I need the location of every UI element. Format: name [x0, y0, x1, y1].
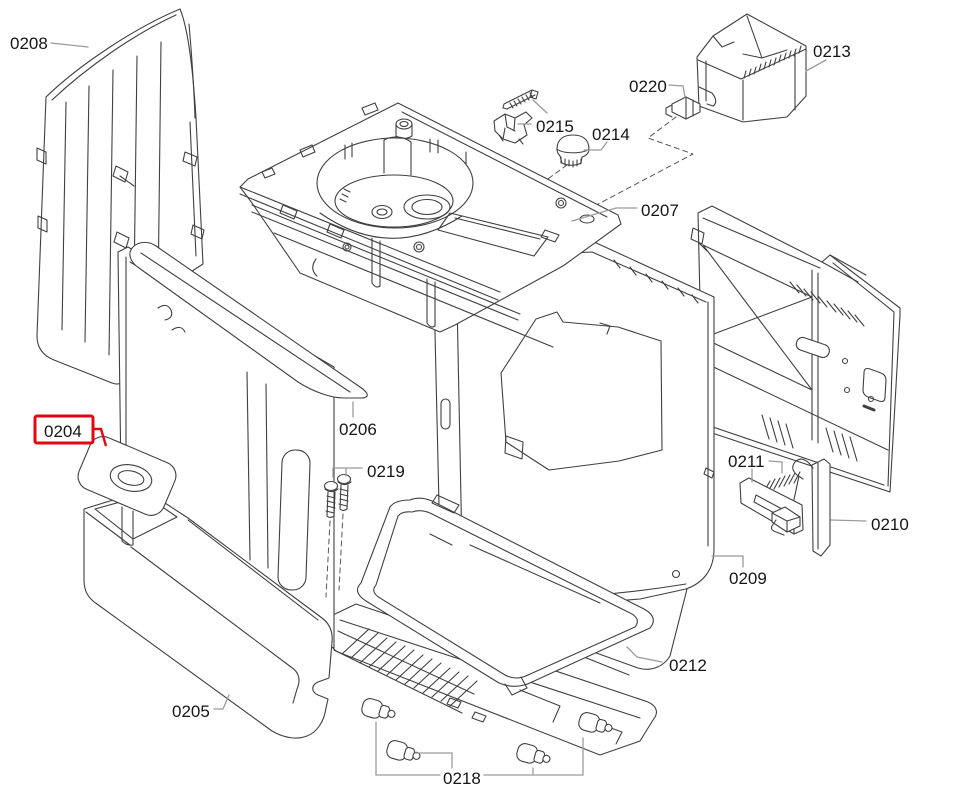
part-label-0207[interactable]: 0207 [641, 201, 679, 220]
part-label-0214[interactable]: 0214 [592, 125, 630, 144]
part-label-0210[interactable]: 0210 [871, 515, 909, 534]
part-screws-0219[interactable] [323, 473, 352, 519]
rivet-marks [613, 259, 699, 304]
part-label-0219[interactable]: 0219 [367, 462, 405, 481]
part-clip-0220[interactable] [665, 96, 701, 120]
screw-threads [509, 92, 534, 109]
part-feet-0218[interactable] [360, 697, 614, 769]
part-labels: 0208 0213 0220 0215 0214 0207 0206 0219 … [10, 34, 909, 788]
part-rear-panel-0210[interactable] [690, 205, 901, 493]
knob-ribs [560, 156, 582, 168]
part-label-0220[interactable]: 0220 [629, 77, 667, 96]
highlight-0204: 0204 [33, 414, 108, 447]
part-label-0211[interactable]: 0211 [728, 452, 765, 471]
assembly-dashed-line-0220 [565, 116, 694, 222]
part-label-0212[interactable]: 0212 [669, 656, 707, 675]
part-top-deck-0207[interactable] [239, 102, 622, 348]
part-label-0206[interactable]: 0206 [339, 420, 377, 439]
part-label-0215[interactable]: 0215 [536, 117, 574, 136]
highlight-leader-line [93, 427, 108, 447]
chassis-cutout [500, 311, 663, 471]
part-trim-0206[interactable] [129, 241, 368, 399]
part-screw-clip-0215[interactable] [493, 89, 539, 145]
part-bracket-0211[interactable] [739, 477, 804, 536]
part-tray-0212[interactable] [356, 494, 654, 696]
part-tank-lid-0204[interactable] [74, 432, 181, 546]
part-label-0205[interactable]: 0205 [172, 702, 210, 721]
part-knob-0214[interactable] [556, 134, 590, 168]
part-spring-0211[interactable] [763, 471, 801, 493]
part-label-0218[interactable]: 0218 [443, 769, 481, 788]
part-tank-housing-0205[interactable] [83, 489, 333, 739]
drip-grill-slats [341, 628, 478, 707]
assembly-dashed-line-0219 [325, 513, 344, 598]
vent-comb-top [789, 281, 865, 327]
deck-front-rails [239, 186, 554, 348]
grinder-bowl [316, 137, 474, 229]
cross-brace [702, 244, 813, 391]
part-label-0213[interactable]: 0213 [813, 42, 851, 61]
spring-coils [763, 471, 801, 493]
part-bin-0213[interactable] [696, 13, 807, 123]
part-label-0204[interactable]: 0204 [44, 422, 82, 441]
part-label-0209[interactable]: 0209 [729, 569, 767, 588]
vent-slots-lower [761, 414, 858, 462]
part-label-0208[interactable]: 0208 [10, 34, 48, 53]
leader-lines [50, 42, 867, 776]
panel-ribs [61, 41, 162, 368]
